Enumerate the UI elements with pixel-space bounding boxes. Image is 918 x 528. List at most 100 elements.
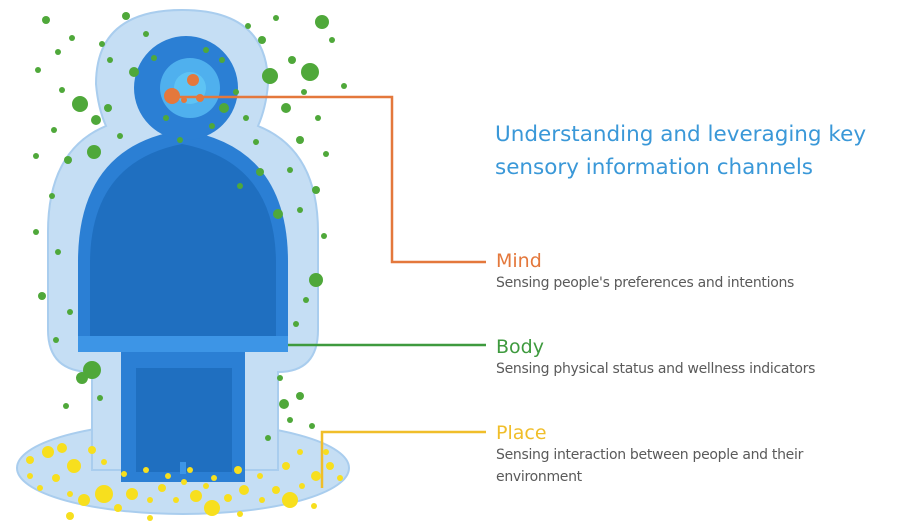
- place-connector: [320, 430, 486, 488]
- yellow-dot: [52, 474, 60, 482]
- yellow-dot: [147, 515, 153, 521]
- green-dot: [104, 104, 112, 112]
- yellow-dot: [42, 446, 54, 458]
- green-dot: [209, 123, 215, 129]
- green-dot: [253, 139, 259, 145]
- yellow-dot: [224, 494, 232, 502]
- yellow-dot: [282, 462, 290, 470]
- green-dot: [233, 89, 239, 95]
- place-label: Place: [496, 422, 547, 444]
- headline-line-2: sensory information channels: [495, 155, 814, 180]
- yellow-dot: [165, 473, 171, 479]
- green-dot: [72, 96, 88, 112]
- green-dot: [53, 337, 59, 343]
- yellow-dot: [78, 494, 90, 506]
- yellow-dot: [67, 491, 73, 497]
- green-dot: [107, 57, 113, 63]
- green-dot: [203, 47, 209, 53]
- green-dot: [55, 49, 61, 55]
- yellow-dot: [67, 459, 81, 473]
- green-dot: [129, 67, 139, 77]
- yellow-dot: [237, 511, 243, 517]
- green-dot: [288, 56, 296, 64]
- green-dot: [38, 292, 46, 300]
- figure-torso-band: [78, 336, 288, 352]
- yellow-dot: [37, 485, 43, 491]
- green-dot: [287, 167, 293, 173]
- yellow-dot: [299, 483, 305, 489]
- body-description: Sensing physical status and wellness ind…: [496, 361, 816, 377]
- yellow-dot: [297, 449, 303, 455]
- green-dot: [273, 209, 283, 219]
- body-channel: Body Sensing physical status and wellnes…: [496, 336, 916, 380]
- yellow-dot: [57, 443, 67, 453]
- yellow-dot: [204, 500, 220, 516]
- green-dot: [237, 183, 243, 189]
- yellow-dot: [88, 446, 96, 454]
- yellow-dot: [190, 490, 202, 502]
- yellow-dot: [121, 471, 127, 477]
- green-dot: [64, 156, 72, 164]
- figure-torso-highlight: [90, 144, 276, 336]
- green-dot: [245, 23, 251, 29]
- green-dot: [143, 31, 149, 37]
- place-description-line-2: environment: [496, 469, 582, 485]
- yellow-dot: [143, 467, 149, 473]
- yellow-dot: [337, 475, 343, 481]
- green-dot: [309, 423, 315, 429]
- green-dot: [265, 435, 271, 441]
- green-dot: [99, 41, 105, 47]
- green-dot: [63, 403, 69, 409]
- green-dot: [117, 133, 123, 139]
- green-dot: [281, 103, 291, 113]
- headline: Understanding and leveraging key sensory…: [495, 118, 915, 184]
- yellow-dot: [311, 503, 317, 509]
- yellow-dot: [239, 485, 249, 495]
- yellow-dot: [323, 449, 329, 455]
- green-dot: [277, 375, 283, 381]
- yellow-dot: [66, 512, 74, 520]
- mind-description: Sensing people's preferences and intenti…: [496, 275, 795, 291]
- yellow-dot: [211, 475, 217, 481]
- green-dot: [83, 361, 101, 379]
- green-dot: [51, 127, 57, 133]
- green-dot: [219, 57, 225, 63]
- headline-line-1: Understanding and leveraging key: [495, 122, 867, 147]
- yellow-dot: [311, 471, 321, 481]
- yellow-dot: [203, 483, 209, 489]
- green-dot: [296, 136, 304, 144]
- green-dot: [312, 186, 320, 194]
- yellow-dot: [158, 484, 166, 492]
- yellow-dot: [26, 456, 34, 464]
- green-dot: [55, 249, 61, 255]
- mind-channel: Mind Sensing people's preferences and in…: [496, 250, 916, 294]
- yellow-dot: [187, 467, 193, 473]
- green-dot: [33, 153, 39, 159]
- mind-dot: [164, 88, 180, 104]
- green-dot: [35, 67, 41, 73]
- yellow-dot: [282, 492, 298, 508]
- yellow-dot: [126, 488, 138, 500]
- green-dot: [309, 273, 323, 287]
- green-dot: [258, 36, 266, 44]
- yellow-dot: [95, 485, 113, 503]
- green-dot: [301, 89, 307, 95]
- green-dot: [279, 399, 289, 409]
- green-dot: [341, 83, 347, 89]
- green-dot: [163, 115, 169, 121]
- green-dot: [87, 145, 101, 159]
- yellow-dot: [272, 486, 280, 494]
- green-dot: [321, 233, 327, 239]
- mind-dot: [187, 74, 199, 86]
- yellow-dot: [147, 497, 153, 503]
- green-dot: [273, 15, 279, 21]
- green-dot: [177, 137, 183, 143]
- green-dot: [315, 115, 321, 121]
- green-dot: [329, 37, 335, 43]
- green-dot: [122, 12, 130, 20]
- green-dot: [42, 16, 50, 24]
- green-dot: [256, 168, 264, 176]
- figure-legs-inner: [136, 368, 232, 472]
- green-dot: [262, 68, 278, 84]
